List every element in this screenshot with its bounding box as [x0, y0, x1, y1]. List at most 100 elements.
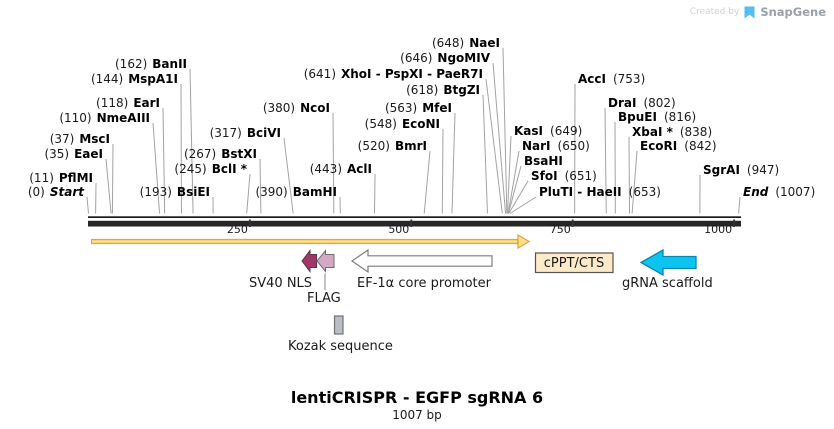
ruler-tick: [249, 219, 251, 227]
site-name: EcoNI: [401, 117, 440, 131]
site-label-acli[interactable]: (443) AclI: [310, 163, 372, 175]
site-name: NaeI: [469, 36, 500, 50]
site-position: (193): [139, 185, 172, 199]
site-connector-line: [509, 196, 537, 214]
site-label-bcivi[interactable]: (317)BciVI: [210, 127, 281, 139]
site-name: EcoRI: [640, 139, 678, 153]
site-label-mspa1i[interactable]: (144)MspA1I: [91, 73, 178, 85]
site-name: KasI: [514, 124, 544, 138]
site-name: BtgZI: [443, 83, 480, 97]
site-position: (648): [431, 36, 465, 50]
cppt-cts-label[interactable]: cPPT/CTS: [543, 256, 605, 271]
site-connector-line: [246, 173, 251, 214]
map-length: 1007 bp: [392, 408, 442, 422]
watermark-created-by-text: Created by: [689, 7, 740, 17]
site-label-msci[interactable]: (37)MscI: [50, 133, 110, 145]
site-position: (37): [49, 132, 75, 146]
site-connector-line: [86, 196, 89, 214]
site-connector-line: [332, 112, 335, 214]
site-connector-line: [738, 196, 741, 214]
site-label-end[interactable]: End(1007): [743, 186, 815, 198]
ruler-tick-label: 750: [549, 223, 571, 236]
span-feature-arrow[interactable]: [91, 233, 531, 250]
ruler-tick: [410, 219, 413, 227]
site-label-sfoi[interactable]: SfoI(651): [531, 170, 597, 182]
site-connector-line: [111, 143, 114, 214]
site-position: (443): [309, 162, 343, 176]
ruler-tick-label: 250: [226, 223, 248, 236]
sv40-nls-arrow[interactable]: [301, 249, 317, 273]
site-position: (162): [115, 57, 148, 71]
site-name: NgoMIV: [437, 51, 490, 65]
site-position: (245): [174, 162, 207, 176]
grna-scaffold-label[interactable]: gRNA scaffold: [622, 276, 713, 291]
site-label-bsahi[interactable]: BsaHI: [524, 155, 563, 167]
sv40-nls-label[interactable]: SV40 NLS: [249, 276, 313, 291]
site-label-ngomiv[interactable]: (646)NgoMIV: [400, 52, 490, 64]
site-label-xhoi-pspxi-paer7i[interactable]: (641)XhoI - PspXI - PaeR7I: [304, 68, 483, 80]
site-position: (11): [29, 171, 54, 185]
site-label-bpuei[interactable]: BpuEI(816): [618, 111, 696, 123]
site-label-sgrai[interactable]: SgrAI(947): [703, 164, 779, 176]
flag-label[interactable]: FLAG: [307, 291, 341, 306]
ef1a-core-promoter-arrow[interactable]: [350, 248, 493, 274]
site-label-acci[interactable]: AccI(753): [578, 73, 645, 85]
site-label-bmri[interactable]: (520)BmrI: [358, 140, 427, 152]
site-label-drai[interactable]: DraI(802): [608, 97, 676, 109]
site-label-xbai[interactable]: XbaI *(838): [632, 126, 712, 138]
site-label-ncoi[interactable]: (380) NcoI: [263, 102, 330, 114]
site-label-kasi[interactable]: KasI(649): [514, 125, 582, 137]
site-connector-line: [189, 68, 194, 214]
site-connector-line: [508, 180, 529, 214]
ruler-tick: [571, 219, 574, 227]
site-label-pflmi[interactable]: (11)PflMI: [29, 172, 93, 184]
site-name: NmeAIII: [96, 111, 150, 125]
site-label-eari[interactable]: (118)EarI: [96, 97, 160, 109]
site-name: AclI: [347, 162, 372, 176]
cppt-cts-box[interactable]: [534, 252, 614, 274]
snapgene-brand-text: SnapGene: [760, 5, 826, 19]
site-label-nari[interactable]: NarI(650): [522, 140, 590, 152]
ef1a-promoter-label[interactable]: EF-1α core promoter: [357, 276, 491, 291]
site-label-bstxi[interactable]: (267)BstXI: [184, 148, 257, 160]
site-label-eaei[interactable]: (35)EaeI: [44, 148, 103, 160]
site-name: BanII: [152, 57, 187, 71]
site-position: (380): [262, 101, 296, 115]
site-position: (563): [384, 101, 418, 115]
site-label-naei[interactable]: (648) NaeI: [432, 37, 500, 49]
kozak-sequence-box[interactable]: [333, 315, 344, 335]
kozak-sequence-label[interactable]: Kozak sequence: [288, 339, 393, 354]
site-label-banii[interactable]: (162) BanII: [115, 58, 187, 70]
site-connector-line: [162, 107, 166, 214]
site-position: (548): [364, 117, 397, 131]
site-label-bamhi[interactable]: (390)BamHI: [255, 186, 337, 198]
site-connector-line: [506, 135, 512, 214]
sequence-bar-top-strand[interactable]: [88, 216, 741, 218]
site-label-nmeaiii[interactable]: (110)NmeAIII: [59, 112, 150, 124]
map-title: lentiCRISPR - EGFP sgRNA 6: [290, 388, 544, 407]
site-label-bsiei[interactable]: (193)BsiEI: [140, 186, 210, 198]
site-name: End: [743, 185, 769, 199]
sequence-bar[interactable]: [88, 220, 741, 227]
site-label-pluti-haeii[interactable]: PluTI - HaeII(653): [539, 186, 661, 198]
site-name: NcoI: [300, 101, 330, 115]
flag-arrow[interactable]: [316, 249, 335, 273]
site-label-start[interactable]: (0)Start: [28, 186, 84, 198]
site-label-bcli[interactable]: (245)BclI *: [174, 163, 247, 175]
site-connector-line: [283, 137, 294, 214]
site-connector-line: [482, 94, 488, 214]
grna-scaffold-arrow[interactable]: [639, 248, 697, 277]
site-position: (144): [90, 72, 124, 86]
site-label-econi[interactable]: (548) EcoNI: [365, 118, 440, 130]
site-position: (390): [255, 185, 288, 199]
ruler-tick-label: 500: [388, 223, 410, 236]
site-label-mfei[interactable]: (563)MfeI: [385, 102, 452, 114]
site-label-ecori[interactable]: EcoRI(842): [640, 140, 717, 152]
site-label-btgzi[interactable]: (618)BtgZI: [406, 84, 480, 96]
site-connector-line: [451, 112, 456, 214]
site-name: NarI: [522, 139, 551, 153]
site-name: AccI: [578, 72, 606, 86]
site-position: (35): [44, 147, 70, 161]
